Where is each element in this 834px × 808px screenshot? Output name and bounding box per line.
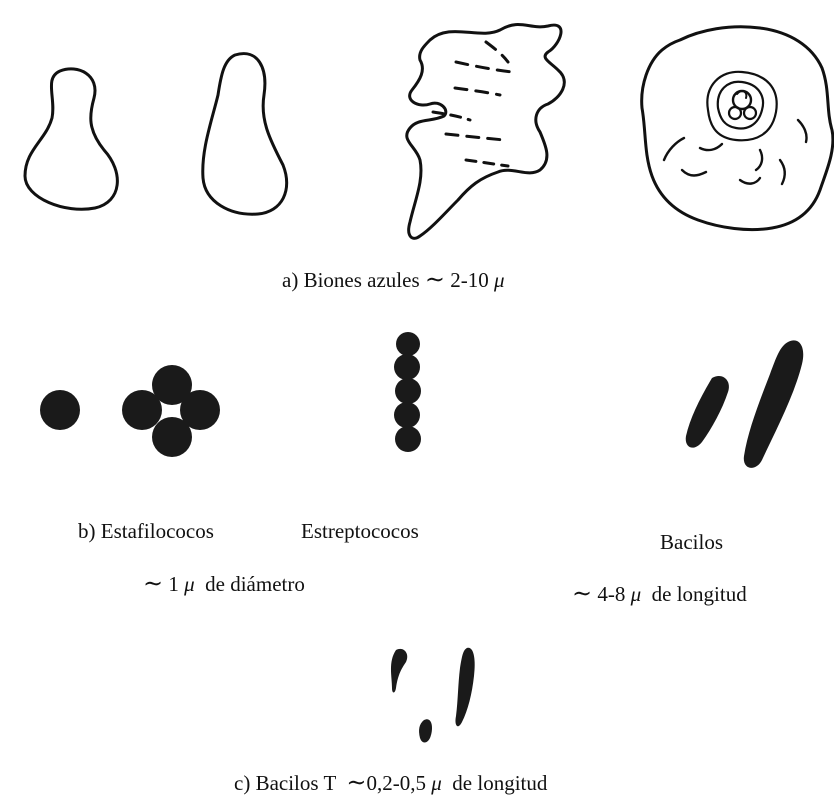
caption-c-size: 0,2-0,5 — [367, 771, 427, 795]
bacilos-t-group — [391, 648, 475, 743]
cocci-size-dim: de diámetro — [205, 572, 305, 596]
staph-coccus-bottom — [152, 417, 192, 457]
strep-coccus — [396, 332, 420, 356]
bacilos-size-unit: μ — [631, 582, 642, 606]
caption-c-dim: de longitud — [452, 771, 547, 795]
estreptococos-group — [394, 332, 421, 452]
bion-shape-4 — [642, 27, 833, 230]
strep-coccus — [395, 378, 421, 404]
strep-coccus — [395, 426, 421, 452]
bion-shape-3 — [407, 25, 565, 239]
bion-shape-2 — [203, 54, 287, 215]
bacillus-t-3 — [419, 719, 432, 742]
bacillus-t-1 — [391, 649, 407, 693]
caption-a-unit: μ — [494, 268, 505, 292]
bion-shape-1 — [25, 69, 117, 209]
caption-b-prefix: b) — [78, 519, 96, 543]
caption-c-unit: μ — [431, 771, 442, 795]
bacilos-size-value: 4-8 — [597, 582, 625, 606]
caption-b-estafilococos: b) Estafilococos — [78, 521, 214, 542]
bacilos-group — [686, 340, 803, 467]
caption-b-bacilos: Bacilos — [660, 532, 723, 553]
caption-b-bacilos-size: ∼ 4-8 μ de longitud — [572, 582, 747, 606]
strep-coccus — [394, 354, 420, 380]
caption-c-prefix: c) — [234, 771, 250, 795]
caption-a-prefix: a) — [282, 268, 298, 292]
staph-coccus-left — [122, 390, 162, 430]
strep-coccus — [394, 402, 420, 428]
caption-c: c) Bacilos T ∼0,2-0,5 μ de longitud — [234, 771, 547, 795]
caption-a-name: Biones azules — [304, 268, 420, 292]
approx-icon: ∼ — [346, 770, 366, 796]
caption-a-size: 2-10 — [450, 268, 489, 292]
approx-icon: ∼ — [572, 581, 592, 607]
caption-b-estafilococos-label: Estafilococos — [101, 519, 214, 543]
caption-b-estreptococos: Estreptococos — [301, 521, 419, 542]
caption-b-cocci-size: ∼ 1 μ de diámetro — [143, 572, 305, 596]
caption-a: a) Biones azules ∼ 2-10 μ — [282, 268, 505, 292]
coccus-single — [40, 390, 80, 430]
approx-icon: ∼ — [143, 571, 163, 597]
approx-icon: ∼ — [425, 267, 445, 293]
bacillus-long — [744, 340, 803, 467]
caption-c-name: Bacilos T — [256, 771, 336, 795]
estafilococos-group — [40, 365, 220, 457]
cocci-size-unit: μ — [184, 572, 195, 596]
bacillus-short — [686, 376, 729, 448]
bacillus-t-2 — [455, 648, 474, 726]
cocci-size-value: 1 — [168, 572, 179, 596]
biones-azules-group — [25, 25, 833, 239]
bacilos-size-dim: de longitud — [652, 582, 747, 606]
